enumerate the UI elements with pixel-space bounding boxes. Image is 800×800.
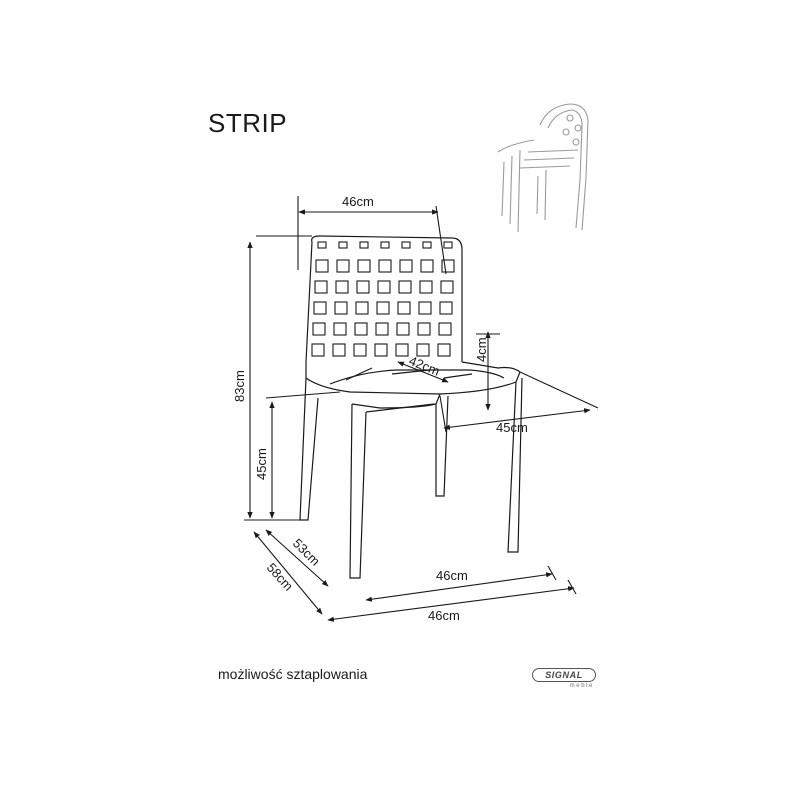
stacking-caption: możliwość sztaplowania: [218, 666, 368, 682]
brand-subtitle: meble: [569, 683, 594, 689]
label-total-width: 46cm: [428, 608, 460, 623]
label-seat-width: 45cm: [496, 420, 528, 435]
label-leg-width: 46cm: [436, 568, 468, 583]
label-backrest-width: 46cm: [342, 194, 374, 209]
label-total-depth: 58cm: [264, 560, 296, 594]
brand-name: SIGNAL: [532, 668, 596, 682]
label-seat-depth: 42cm: [407, 353, 442, 379]
brand-logo: SIGNAL meble: [532, 668, 596, 694]
product-title: STRIP: [208, 108, 288, 138]
label-armrest-height: 4cm: [474, 337, 489, 362]
label-leg-depth: 53cm: [290, 536, 323, 569]
label-total-height: 83cm: [232, 370, 247, 402]
stacked-chairs-icon: [497, 103, 589, 233]
label-seat-height: 45cm: [254, 448, 269, 480]
chair-drawing-icon: [299, 235, 523, 579]
